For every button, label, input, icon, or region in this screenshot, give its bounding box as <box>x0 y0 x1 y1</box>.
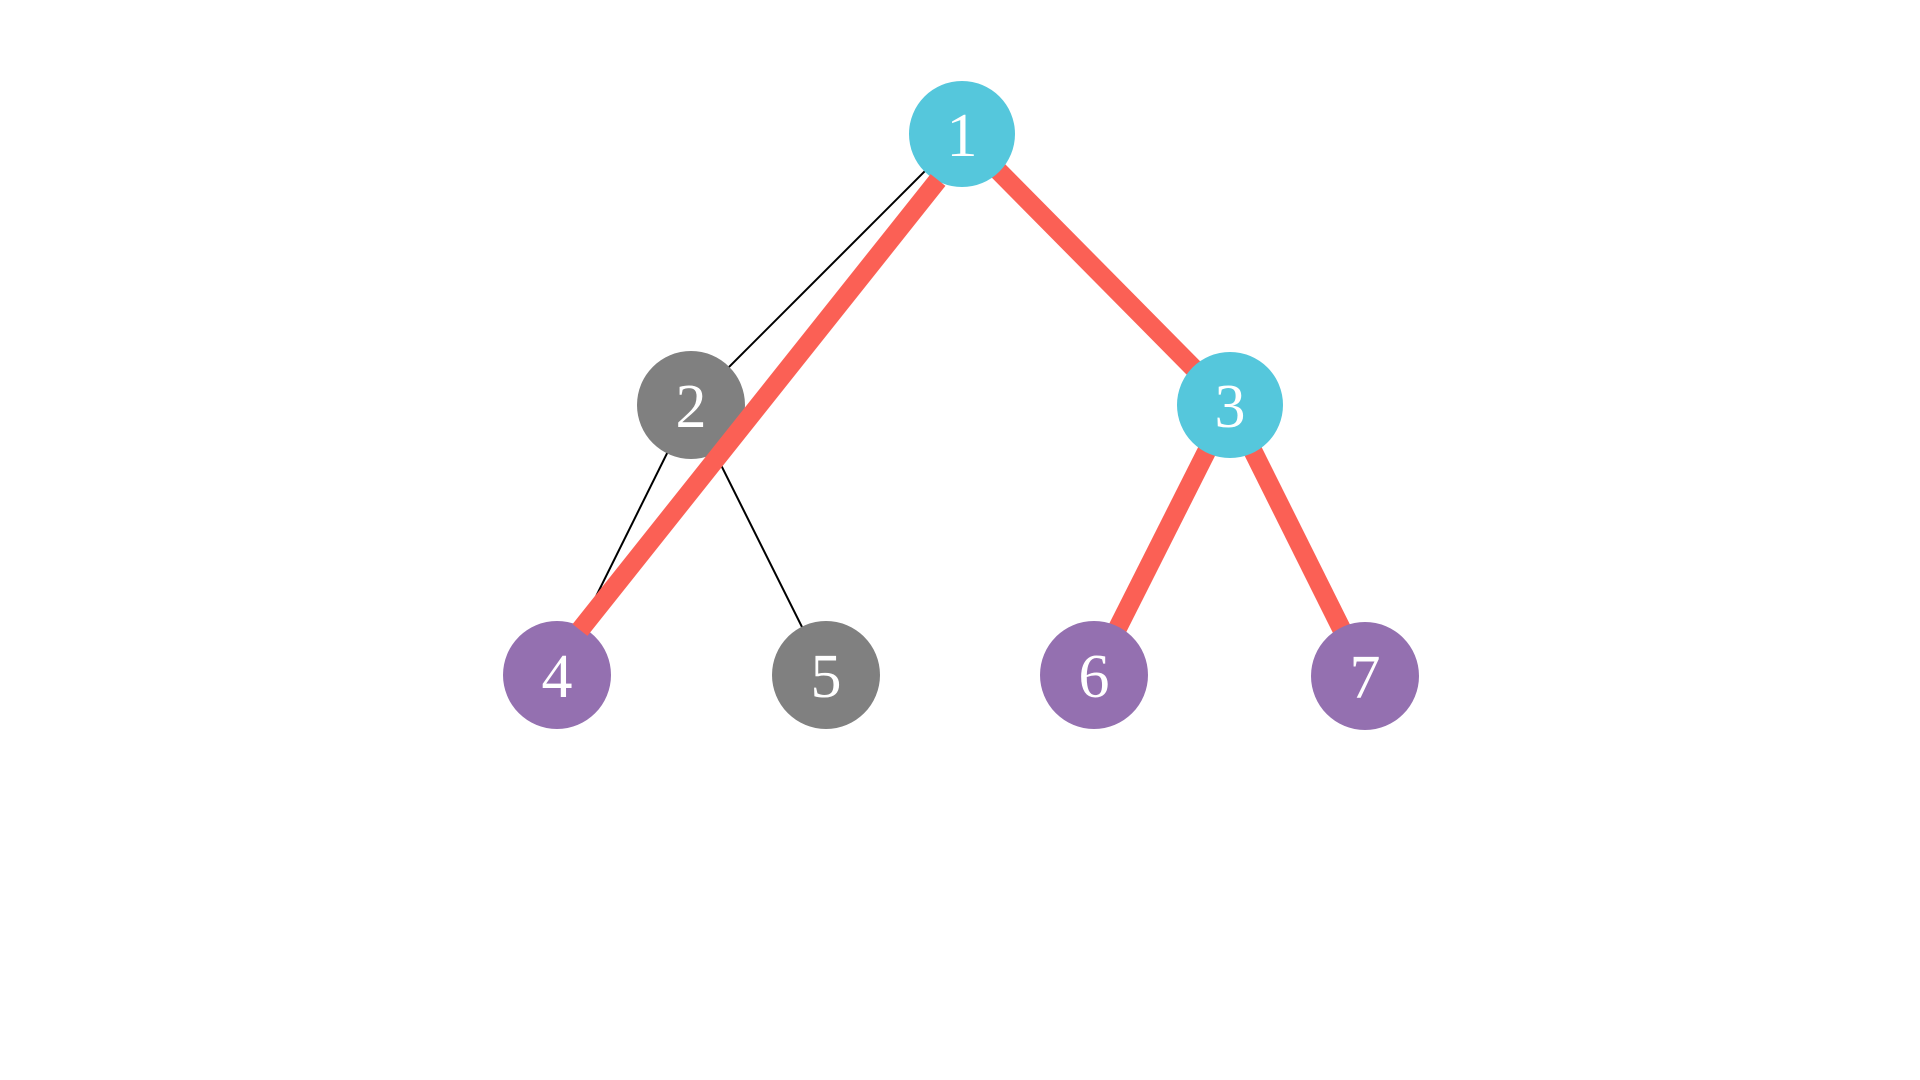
edge-1-2 <box>690 133 963 406</box>
node-label-4: 4 <box>542 643 573 711</box>
node-2[interactable]: 2 <box>637 351 745 459</box>
node-label-1: 1 <box>947 102 978 170</box>
node-label-2: 2 <box>676 373 707 441</box>
edge-1-3 <box>955 127 1237 412</box>
node-5[interactable]: 5 <box>772 621 880 729</box>
node-6[interactable]: 6 <box>1040 621 1148 729</box>
node-label-3: 3 <box>1215 373 1246 441</box>
node-1[interactable]: 1 <box>909 81 1015 187</box>
node-4[interactable]: 4 <box>503 621 611 729</box>
node-circle-1[interactable] <box>909 81 1015 187</box>
node-circle-4[interactable] <box>503 621 611 729</box>
node-label-7: 7 <box>1350 644 1381 712</box>
node-circle-7[interactable] <box>1311 622 1419 730</box>
node-circle-5[interactable] <box>772 621 880 729</box>
node-layer[interactable]: 1 2 3 4 5 6 7 <box>503 81 1419 730</box>
highlight-path-1-4 <box>572 174 946 636</box>
node-circle-6[interactable] <box>1040 621 1148 729</box>
node-circle-3[interactable] <box>1177 352 1283 458</box>
node-label-6: 6 <box>1079 643 1110 711</box>
node-circle-2[interactable] <box>637 351 745 459</box>
node-7[interactable]: 7 <box>1311 622 1419 730</box>
node-3[interactable]: 3 <box>1177 352 1283 458</box>
node-label-5: 5 <box>811 643 842 711</box>
highlight-path-layer <box>572 174 946 636</box>
